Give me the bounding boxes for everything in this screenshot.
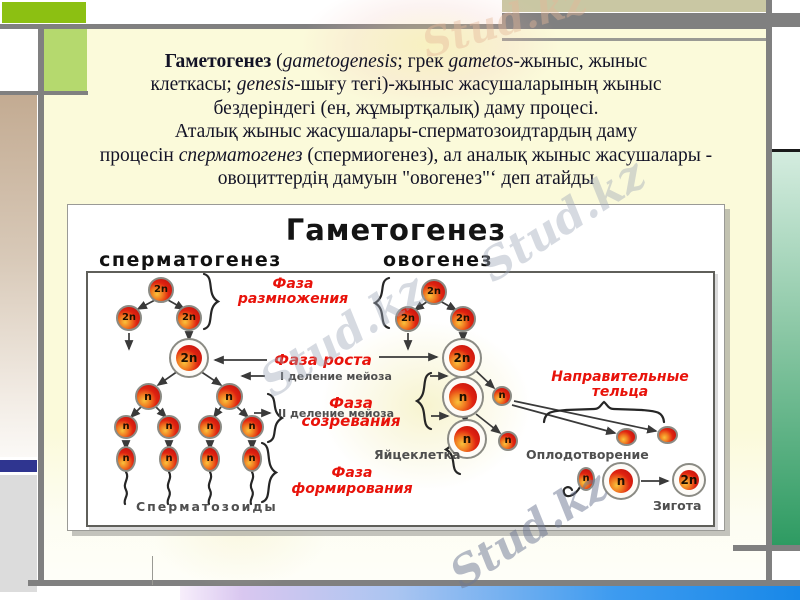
cell-n: n	[215, 382, 243, 410]
deco-bottom-line	[28, 580, 800, 586]
deco-lightgreen-block	[44, 29, 87, 91]
cell-2n-growth: 2n	[169, 338, 209, 378]
deco-top-line	[0, 24, 772, 29]
deco-gradient-bar	[180, 586, 800, 600]
deco-line	[502, 13, 800, 24]
oogenesis-heading: овогенез	[383, 249, 493, 271]
deco-line	[733, 545, 800, 551]
polar-body-cell: n	[492, 386, 512, 406]
spermatogenesis-heading: сперматогенез	[99, 249, 282, 271]
phase-formation-label: Фаза формирования	[291, 465, 413, 497]
zygote-cell: 2n	[672, 463, 706, 497]
deco-vertical-line	[38, 24, 44, 585]
intro-text: Гаметогенез (gametogenesis; грек gametos…	[99, 51, 713, 190]
cell-2n: 2n	[450, 306, 476, 332]
deco-green-block	[2, 2, 86, 23]
figure-title: Гаметогенез	[285, 213, 507, 247]
polar-body-cell	[615, 428, 637, 446]
sperm-cell: n	[200, 446, 220, 472]
sperm-cell: n	[116, 446, 136, 472]
deco-line	[772, 149, 800, 152]
sperm-cell: n	[242, 446, 262, 472]
cell-n: n	[114, 415, 138, 439]
cell-2n: 2n	[395, 306, 421, 332]
deco-gray-column	[0, 475, 37, 592]
cell-2n: 2n	[148, 277, 174, 303]
cell-2n-growth: 2n	[442, 338, 482, 378]
phase-reproduction-label: Фаза размножения	[237, 276, 349, 307]
cell-2n: 2n	[176, 305, 202, 331]
oocyte-cell: n	[442, 376, 484, 418]
deco-white-block	[0, 29, 37, 91]
deco-khaki-block	[502, 0, 766, 12]
cell-n: n	[157, 415, 181, 439]
deco-line	[502, 38, 766, 41]
zygote-caption: Зигота	[653, 498, 702, 513]
deco-tick	[152, 556, 153, 585]
deco-vertical-line	[766, 0, 772, 585]
deco-line	[0, 91, 88, 95]
deco-line	[772, 21, 800, 27]
cell-n: n	[134, 382, 162, 410]
deco-navy-bar	[0, 460, 37, 472]
spermatozoa-caption: Сперматозоиды	[136, 499, 278, 514]
deco-green-gradient-column	[772, 152, 800, 545]
polar-body-cell: n	[498, 431, 518, 451]
polar-body-cell	[656, 426, 678, 444]
figure-frame	[86, 271, 715, 527]
fertilization-caption: Оплодотворение	[526, 447, 649, 462]
cell-n: n	[240, 415, 264, 439]
cell-n: n	[198, 415, 222, 439]
cell-2n: 2n	[421, 279, 447, 305]
polar-bodies-label: Направительные тельца	[551, 369, 689, 400]
cell-2n: 2n	[116, 305, 142, 331]
egg-cell: n	[602, 462, 640, 500]
deco-tan-column	[0, 95, 37, 457]
sperm-cell: n	[159, 446, 179, 472]
sperm-cell: n	[577, 467, 595, 491]
egg-caption: Яйцеклетка	[374, 447, 461, 462]
phase-growth-label: Фаза роста	[274, 351, 372, 369]
meiosis2-label: II деление мейоза	[278, 407, 395, 420]
meiosis1-label: I деление мейоза	[280, 370, 392, 383]
